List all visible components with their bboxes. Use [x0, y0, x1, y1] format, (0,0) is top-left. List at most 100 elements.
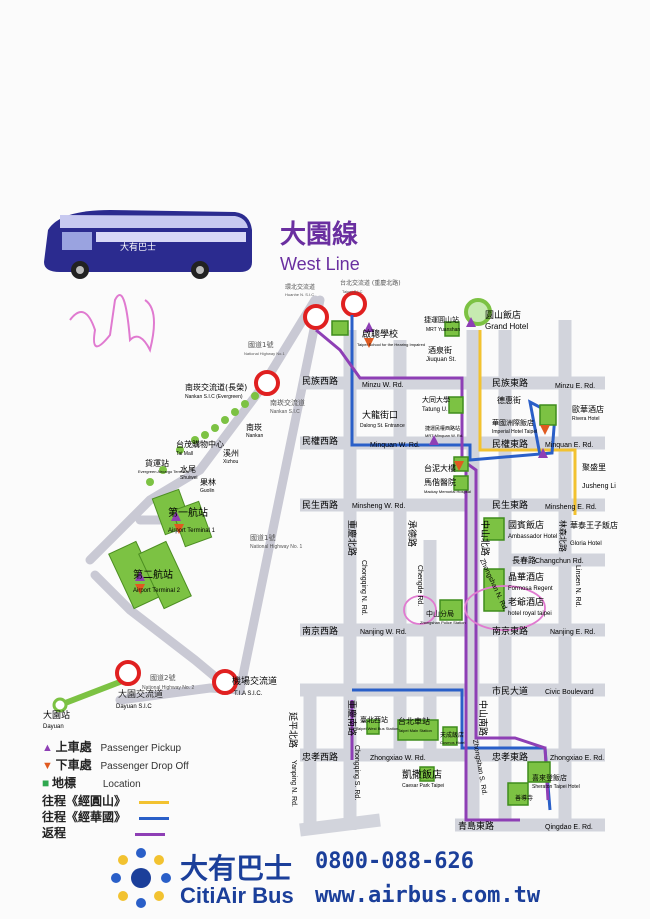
svg-text:第二航站: 第二航站: [133, 568, 173, 581]
svg-text:貨運站: 貨運站: [145, 458, 169, 468]
svg-text:Huanhe N. S.I.C: Huanhe N. S.I.C: [285, 292, 314, 297]
svg-text:機場交流道: 機場交流道: [232, 675, 277, 687]
svg-text:南崁交流道(長榮): 南崁交流道(長榮): [185, 382, 247, 392]
svg-text:聚盛里: 聚盛里: [582, 462, 606, 472]
svg-text:民權東路: 民權東路: [492, 438, 528, 450]
svg-text:Airport Terminal 2: Airport Terminal 2: [133, 588, 181, 594]
svg-text:Mackay Memorial Hospital: Mackay Memorial Hospital: [424, 489, 471, 494]
brand-name-en: CitiAir Bus: [180, 883, 294, 908]
svg-text:Guolin: Guolin: [200, 488, 215, 494]
svg-text:Chongqing S. Rd.: Chongqing S. Rd.: [353, 745, 360, 800]
brand-name-cn: 大有巴士: [180, 852, 293, 885]
yuanshan-line: [138, 800, 169, 804]
grand-hotel-marker: [464, 298, 492, 326]
svg-text:Imperial Hotel Taipei: Imperial Hotel Taipei: [492, 429, 537, 435]
svg-text:Dayuan: Dayuan: [43, 724, 64, 730]
svg-text:Grand Hotel: Grand Hotel: [485, 322, 528, 331]
route-title-en: West Line: [280, 254, 360, 274]
pickup-icon: ▲: [42, 742, 53, 754]
svg-text:Nankan: Nankan: [246, 433, 263, 439]
svg-text:捷運民權西路站: 捷運民權西路站: [425, 425, 460, 432]
svg-text:Dalong St. Entrance: Dalong St. Entrance: [360, 423, 405, 429]
tia-sic-marker: [212, 669, 238, 695]
svg-text:民族東路: 民族東路: [492, 377, 528, 389]
svg-text:凱撒飯店: 凱撒飯店: [402, 768, 442, 781]
route-return: [315, 328, 550, 822]
dayuan-station: [52, 697, 68, 713]
website-link[interactable]: www.airbus.com.tw: [315, 883, 541, 908]
svg-text:Nanjing E. Rd.: Nanjing E. Rd.: [550, 629, 595, 636]
svg-text:華泰王子飯店: 華泰王子飯店: [570, 520, 618, 530]
svg-text:Zhongshan Police Station: Zhongshan Police Station: [420, 620, 466, 625]
svg-text:圓山飯店: 圓山飯店: [485, 309, 521, 321]
svg-text:台北車站: 台北車站: [398, 716, 430, 726]
svg-text:Taipei Main Station: Taipei Main Station: [398, 728, 432, 733]
svg-text:Nanjing W. Rd.: Nanjing W. Rd.: [360, 629, 407, 636]
svg-text:中山北路: 中山北路: [479, 520, 491, 556]
svg-text:民族西路: 民族西路: [302, 375, 338, 387]
svg-text:Formosa Regent: Formosa Regent: [508, 586, 553, 592]
svg-text:市民大道: 市民大道: [492, 685, 528, 697]
phone-number[interactable]: 0800-088-626: [315, 849, 474, 874]
pickup-markers: [135, 317, 548, 581]
svg-text:晶華酒店: 晶華酒店: [508, 571, 544, 583]
svg-text:善導寺: 善導寺: [515, 794, 533, 802]
svg-text:Minzu E. Rd.: Minzu E. Rd.: [555, 383, 595, 390]
svg-text:溪州: 溪州: [223, 448, 239, 458]
svg-text:Zhongxiao E. Rd.: Zhongxiao E. Rd.: [550, 755, 604, 762]
svg-text:Changchun Rd.: Changchun Rd.: [535, 558, 584, 565]
svg-text:Tatung U.: Tatung U.: [422, 407, 448, 413]
dayuan-sic-marker: [115, 660, 141, 686]
svg-text:Dayuan S.I.C: Dayuan S.I.C: [116, 704, 152, 710]
svg-text:Gloria Hotel: Gloria Hotel: [570, 541, 602, 547]
svg-text:民生東路: 民生東路: [492, 499, 528, 511]
svg-text:Jusheng Li: Jusheng Li: [582, 483, 616, 490]
svg-text:Ambassador Hotel: Ambassador Hotel: [508, 534, 557, 540]
svg-text:台茂購物中心: 台茂購物中心: [176, 439, 224, 449]
svg-text:忠孝西路: 忠孝西路: [302, 751, 338, 763]
svg-text:國道1號: 國道1號: [250, 533, 275, 542]
svg-text:台泥大樓: 台泥大樓: [424, 463, 456, 473]
svg-text:環北交流道: 環北交流道: [285, 283, 315, 291]
svg-text:Cosmos Hotel: Cosmos Hotel: [440, 740, 465, 745]
svg-text:國賓飯店: 國賓飯店: [508, 519, 544, 531]
svg-text:大園交流道: 大園交流道: [118, 688, 163, 700]
svg-text:歐華酒店: 歐華酒店: [572, 404, 604, 414]
svg-text:老爺酒店: 老爺酒店: [508, 596, 544, 608]
svg-text:Minzu W. Rd.: Minzu W. Rd.: [362, 382, 404, 389]
svg-text:青島東路: 青島東路: [458, 820, 494, 832]
svg-text:Taipei School for the Hearing: Taipei School for the Hearing Impaired: [357, 342, 425, 347]
svg-text:馬偕醫院: 馬偕醫院: [424, 477, 456, 487]
nankan-sic-marker: [254, 370, 280, 396]
svg-text:Qingdao E. Rd.: Qingdao E. Rd.: [545, 824, 593, 831]
svg-text:Taipei S.I.C: Taipei S.I.C: [342, 289, 363, 294]
svg-text:台北交流道 (重慶北路): 台北交流道 (重慶北路): [340, 279, 401, 287]
svg-text:Airport Terminal 1: Airport Terminal 1: [168, 528, 216, 534]
svg-text:酒泉街: 酒泉街: [428, 345, 452, 355]
svg-text:民權西路: 民權西路: [302, 435, 338, 447]
return-line: [134, 832, 165, 836]
svg-text:Sheraton Taipei Hotel: Sheraton Taipei Hotel: [532, 784, 580, 790]
svg-text:啟聰學校: 啟聰學校: [362, 328, 398, 340]
svg-text:MRT Minquan W. Rd.: MRT Minquan W. Rd.: [425, 433, 463, 438]
footer: 大有巴士 CitiAir Bus 0800-088-626 www.airbus…: [0, 835, 650, 919]
svg-text:民生西路: 民生西路: [302, 499, 338, 511]
svg-text:Chongqing N. Rd.: Chongqing N. Rd.: [360, 560, 367, 616]
svg-text:Shuiwei: Shuiwei: [180, 475, 198, 481]
svg-text:National Highway No.1: National Highway No.1: [244, 351, 285, 356]
airport-roads: [85, 295, 325, 705]
route-yuanshan: [478, 330, 577, 515]
svg-text:捷運圓山站: 捷運圓山站: [424, 315, 459, 324]
svg-text:Xizhou: Xizhou: [223, 459, 239, 465]
svg-text:Minsheng W. Rd.: Minsheng W. Rd.: [352, 503, 405, 510]
dropoff-markers: [135, 338, 550, 594]
svg-text:第一航站: 第一航站: [168, 506, 208, 519]
handwriting-circle: [464, 585, 546, 631]
svg-text:南崁: 南崁: [246, 422, 262, 432]
svg-text:Nankan S.I.C (Evergreen): Nankan S.I.C (Evergreen): [185, 394, 243, 400]
svg-text:臺北西站: 臺北西站: [360, 715, 388, 724]
svg-text:大同大學: 大同大學: [422, 395, 450, 404]
svg-text:T.I.A S.I.C.: T.I.A S.I.C.: [234, 691, 263, 697]
svg-text:國道1號: 國道1號: [248, 340, 273, 349]
svg-text:Zhongxiao W. Rd.: Zhongxiao W. Rd.: [370, 755, 426, 762]
